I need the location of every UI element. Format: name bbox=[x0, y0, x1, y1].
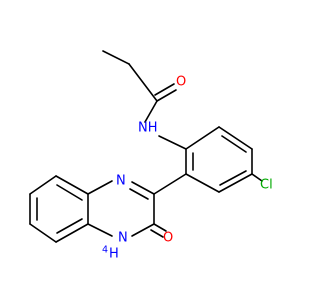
bond-ph-1 bbox=[185, 126, 220, 150]
atom-o-amide: O bbox=[176, 75, 186, 90]
atom-cl: Cl bbox=[260, 178, 273, 193]
bond-ph-2 bbox=[218, 126, 253, 150]
atom-labels: O NH Cl N O N H 4 bbox=[102, 75, 273, 262]
atom-n-ring: N bbox=[116, 174, 126, 189]
bond-ch3-ch2 bbox=[102, 50, 130, 65]
bond-carbonyl-n bbox=[144, 100, 158, 123]
bond-c4a-c5 bbox=[55, 175, 89, 195]
bond-n4-c4a bbox=[87, 180, 113, 195]
bond-lactam-co-1 bbox=[153, 223, 167, 232]
bonds bbox=[29, 50, 263, 243]
bond-ph-2b bbox=[221, 135, 247, 153]
bond-ph-4b bbox=[219, 170, 247, 186]
bond-c4a-c5b bbox=[56, 184, 83, 201]
bond-carbonyl-o-2 bbox=[154, 83, 175, 96]
bond-carbonyl-o-1 bbox=[156, 89, 177, 102]
atom-h-lactam: H bbox=[109, 247, 119, 262]
atom-h-lactam-locant: 4 bbox=[102, 245, 108, 256]
bond-n-aryl bbox=[158, 135, 187, 150]
atom-o-lactam: O bbox=[163, 231, 173, 246]
bond-ch2-carbonyl bbox=[128, 63, 158, 102]
bond-c-cl bbox=[251, 173, 263, 182]
bond-lactam-co-2 bbox=[150, 229, 164, 238]
bond-c3-n4b bbox=[129, 188, 149, 200]
bond-ph-4 bbox=[218, 173, 253, 193]
bond-c2-n1 bbox=[131, 223, 155, 237]
bond-ph-5 bbox=[185, 173, 220, 193]
atom-nh-amide: NH bbox=[138, 121, 158, 136]
bond-c8-c8ab bbox=[56, 218, 83, 234]
bond-c3-n4 bbox=[131, 181, 155, 195]
bond-n1-c8a bbox=[87, 223, 113, 237]
chemical-structure-diagram: O NH Cl N O N H 4 bbox=[29, 50, 273, 262]
bond-c7-c8 bbox=[29, 223, 57, 243]
atom-nh-lactam-n: N bbox=[118, 231, 128, 246]
bond-aryl-quinox bbox=[153, 173, 187, 195]
bond-c8-c8a bbox=[55, 223, 89, 243]
bond-c5-c6 bbox=[29, 175, 57, 195]
